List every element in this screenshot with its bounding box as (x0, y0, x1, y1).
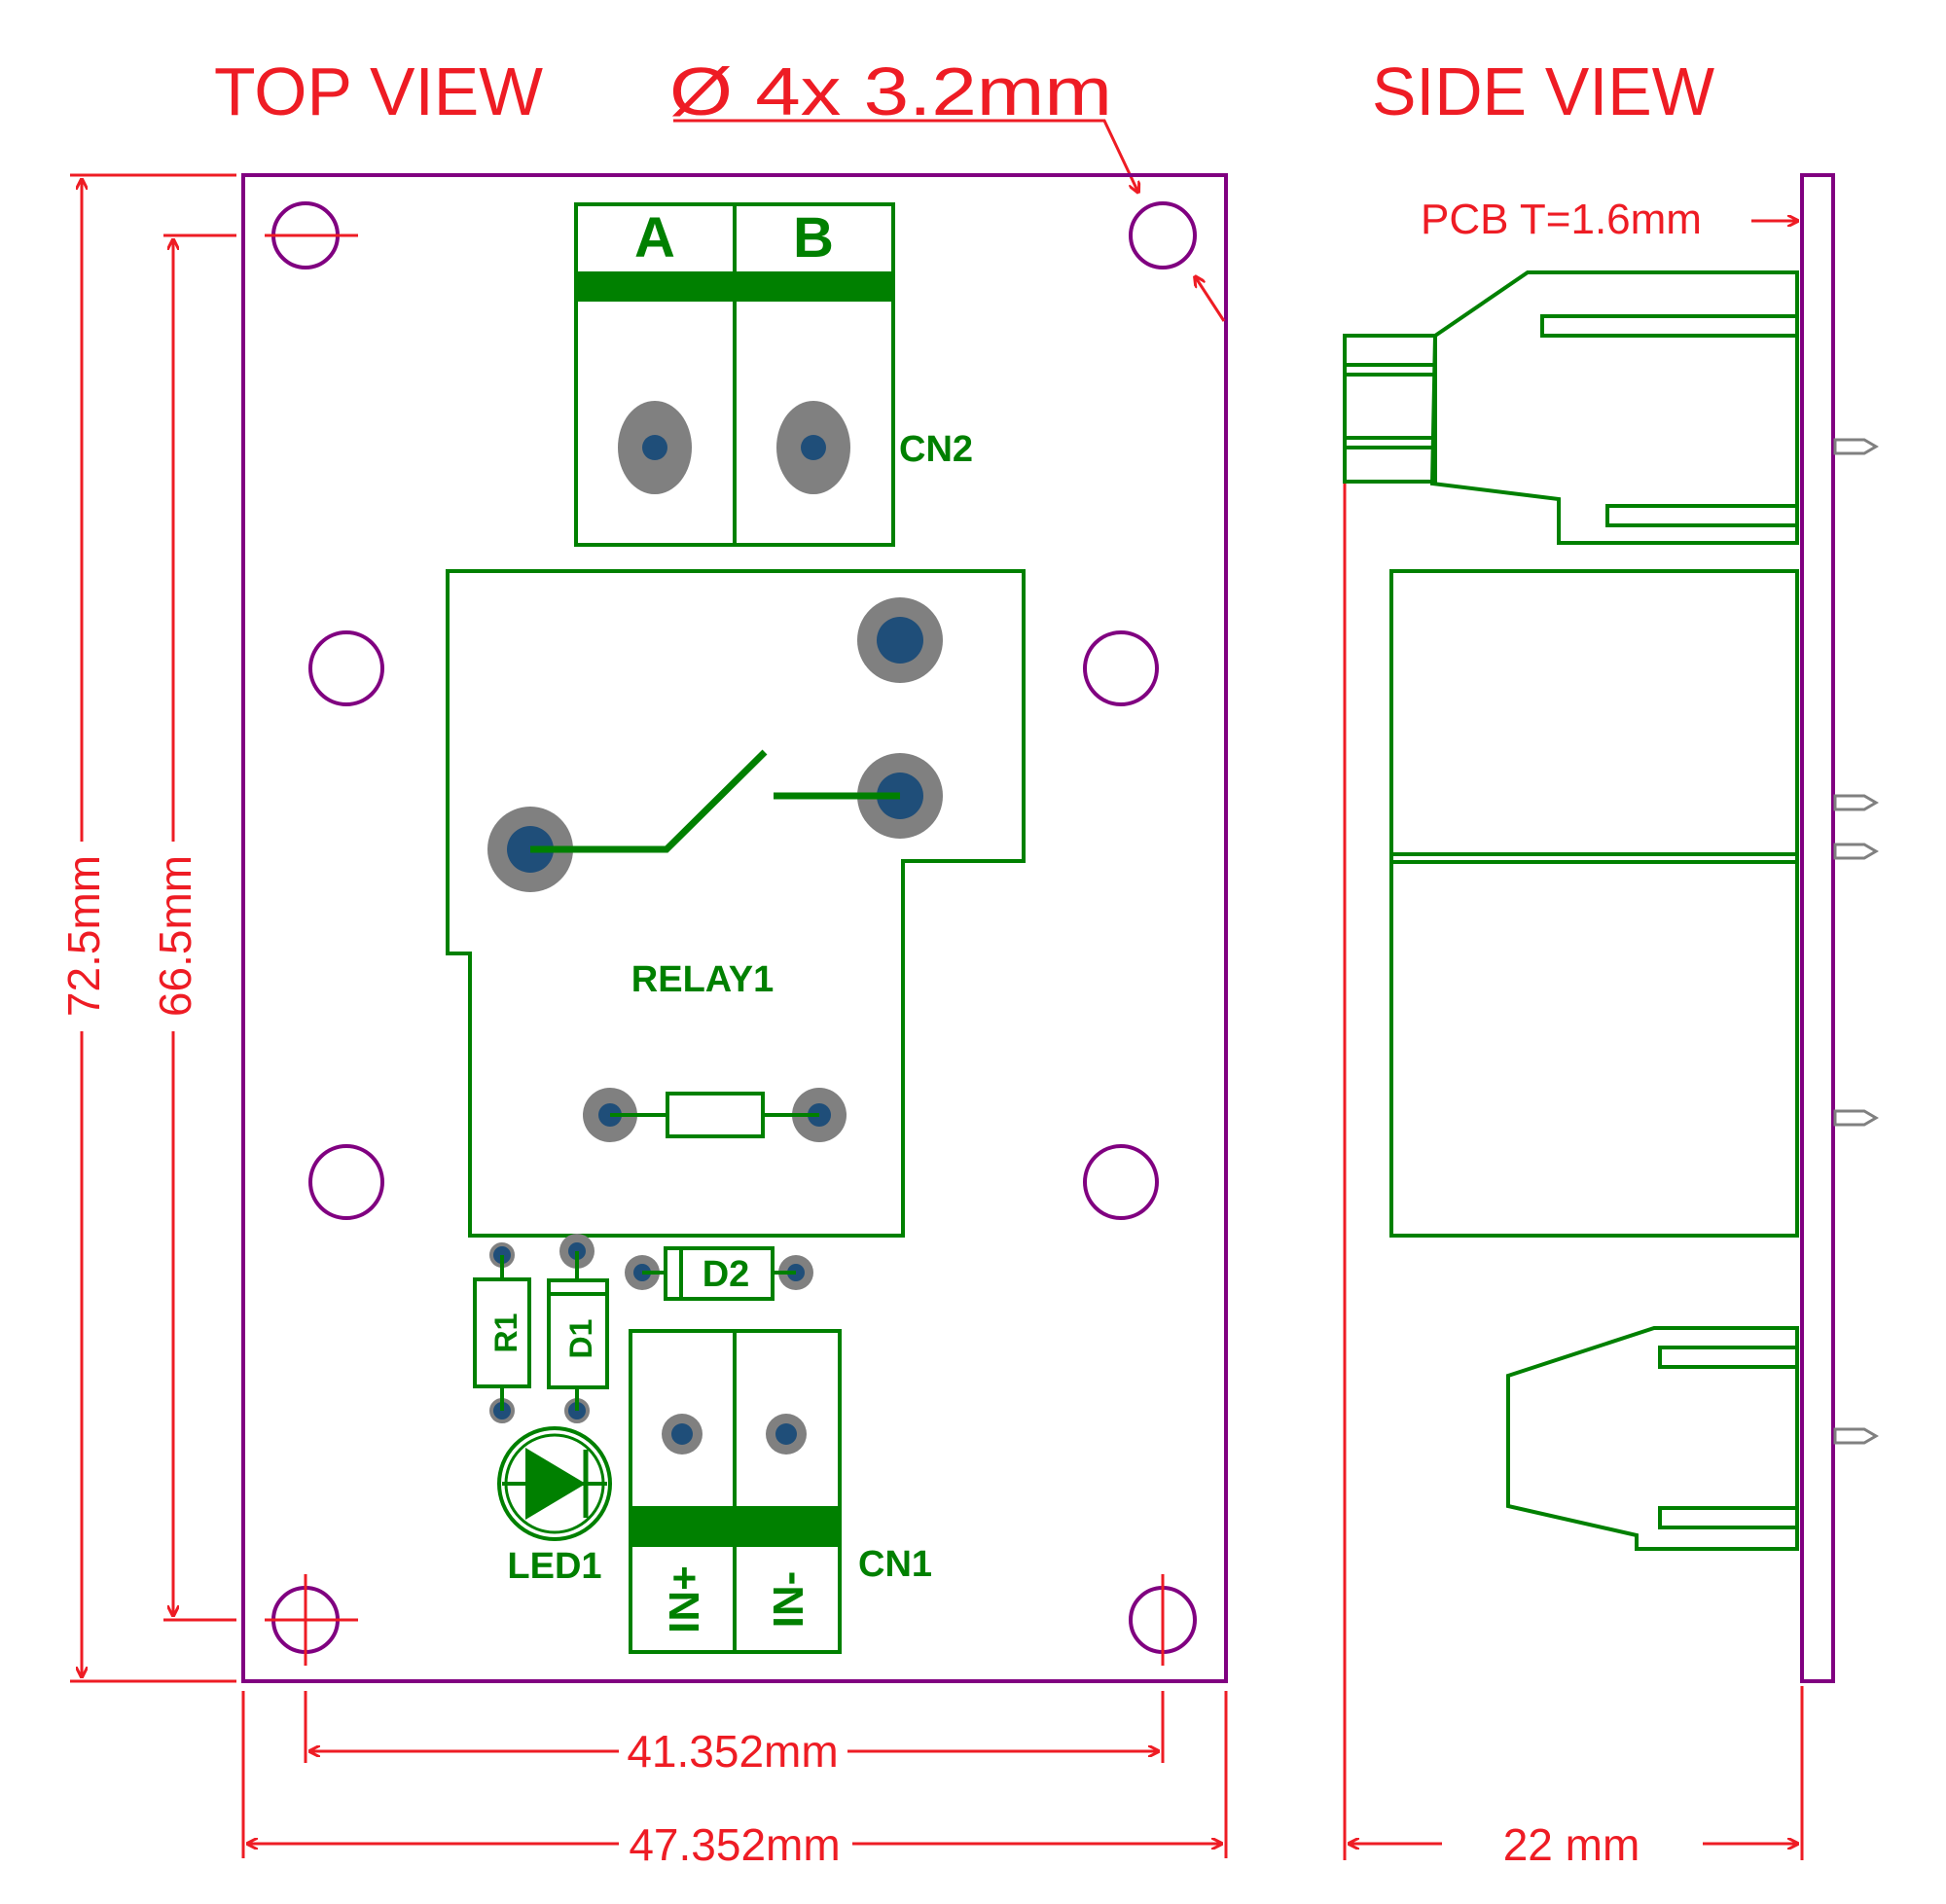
r1-label: R1 (488, 1313, 523, 1353)
cn2-label: CN2 (899, 429, 973, 470)
cn1-terminal-block: IN+ IN- CN1 (629, 1329, 932, 1654)
pcb-thickness-label: PCB T=1.6mm (1421, 196, 1702, 243)
relay-switch-symbol (530, 749, 768, 853)
dimension-height-inner: 66.5mm (150, 234, 236, 1622)
top-view-board: A B CN2 RELAY1 (241, 173, 1228, 1683)
led1: LED1 (497, 1426, 612, 1587)
led1-label: LED1 (507, 1546, 601, 1587)
dimension-height-outer: 72.5mm (58, 173, 236, 1683)
side-pins (1833, 438, 1879, 1445)
side-view-title: SIDE VIEW (1372, 54, 1714, 129)
mounting-holes-label: Ø 4x 3.2mm (669, 54, 1112, 129)
side-pcb (1800, 173, 1835, 1683)
relay-footprint: RELAY1 (446, 569, 1026, 1238)
cn2-label-b: B (793, 206, 834, 269)
d1-label: D1 (563, 1319, 598, 1359)
width-outer-label: 47.352mm (629, 1819, 840, 1870)
side-cn1 (1506, 1326, 1799, 1551)
relay-keepout-circle (308, 1144, 384, 1220)
relay-keepout-circle (1083, 630, 1159, 706)
holes-leader-line (673, 119, 1138, 193)
mounting-hole-top-right (1129, 201, 1197, 269)
dimension-width-inner: 41.352mm (304, 1691, 1165, 1777)
top-view-title: TOP VIEW (214, 54, 543, 129)
cn1-minus-label: IN- (765, 1571, 812, 1629)
relay-keepout-circle (308, 630, 384, 706)
height-inner-label: 66.5mm (150, 855, 200, 1017)
cn1-plus-label: IN+ (661, 1565, 708, 1634)
mounting-hole-bottom-right (1129, 1574, 1197, 1666)
board-outline (241, 173, 1228, 1683)
d1-diode: D1 (547, 1234, 609, 1423)
side-depth-label: 22 mm (1503, 1819, 1640, 1870)
mounting-hole-top-left (265, 201, 358, 269)
height-outer-label: 72.5mm (58, 855, 109, 1017)
cn1-label: CN1 (858, 1544, 932, 1585)
cn2-terminal-block: A B CN2 (574, 202, 973, 547)
d2-label: D2 (703, 1254, 750, 1295)
relay-coil-symbol (666, 1092, 765, 1138)
relay-label: RELAY1 (631, 959, 774, 1000)
side-cn2 (1343, 270, 1799, 545)
side-view: PCB T=1.6mm 22 mm (1343, 173, 1879, 1870)
mounting-hole-bottom-left (265, 1574, 358, 1666)
d2-diode: D2 (625, 1246, 813, 1301)
hole-2-leader (1195, 276, 1226, 322)
dimension-width-outer: 47.352mm (241, 1691, 1228, 1870)
width-inner-label: 41.352mm (627, 1726, 838, 1777)
r1-resistor: R1 (473, 1242, 531, 1423)
side-relay (1389, 569, 1799, 1238)
cn2-label-a: A (634, 206, 675, 269)
relay-keepout-circle (1083, 1144, 1159, 1220)
